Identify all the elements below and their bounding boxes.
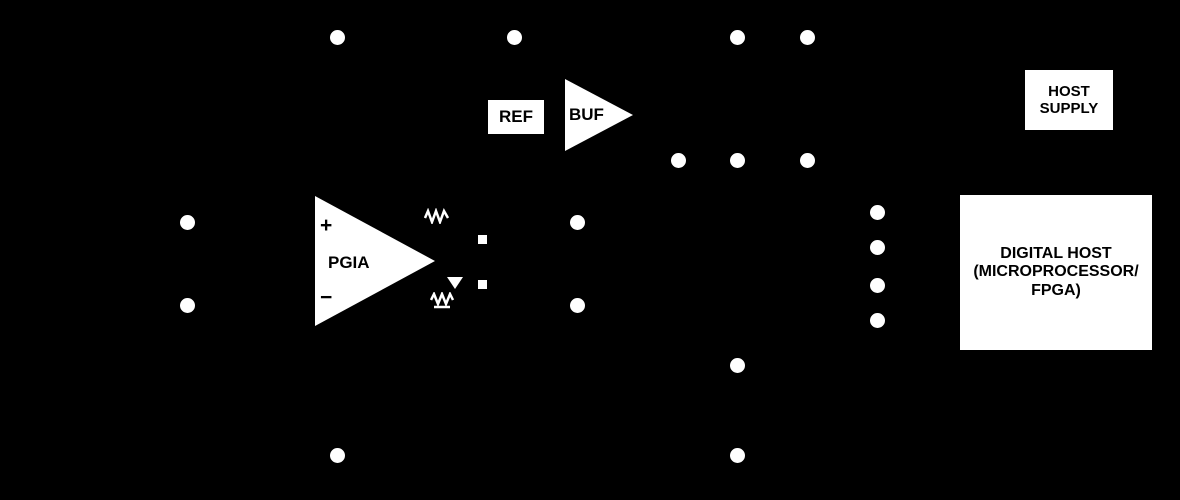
connection-node (870, 313, 885, 328)
connection-node (180, 215, 195, 230)
pgia-amplifier (315, 196, 435, 326)
pgia-minus-input: − (320, 286, 333, 309)
connection-node (570, 298, 585, 313)
switch-contact-icon (478, 235, 487, 244)
resistor-icon (424, 208, 450, 224)
digital-host-label: DIGITAL HOST (MICROPROCESSOR/ FPGA) (973, 244, 1139, 299)
connection-node (730, 153, 745, 168)
connection-node (330, 448, 345, 463)
ref-box: REF (488, 100, 544, 134)
host-supply-label: HOST SUPPLY (1039, 82, 1099, 117)
connection-node (800, 30, 815, 45)
buf-amplifier (565, 79, 633, 151)
connection-node (507, 30, 522, 45)
connection-node (730, 358, 745, 373)
pgia-label: PGIA (328, 253, 370, 272)
connection-node (180, 298, 195, 313)
connection-node (800, 153, 815, 168)
connection-node (870, 278, 885, 293)
host-supply-box: HOST SUPPLY (1025, 70, 1113, 130)
connection-node (671, 153, 686, 168)
connection-node (870, 240, 885, 255)
connection-node (870, 205, 885, 220)
digital-host-box: DIGITAL HOST (MICROPROCESSOR/ FPGA) (960, 195, 1152, 350)
buf-label: BUF (569, 105, 604, 124)
pgia-plus-input: + (320, 214, 333, 237)
diode-icon (447, 277, 463, 289)
connection-node (730, 30, 745, 45)
connection-node (570, 215, 585, 230)
resistor-ground-icon (430, 292, 455, 309)
connection-node (330, 30, 345, 45)
switch-contact-icon (478, 280, 487, 289)
connection-node (730, 448, 745, 463)
ref-label: REF (499, 107, 533, 126)
